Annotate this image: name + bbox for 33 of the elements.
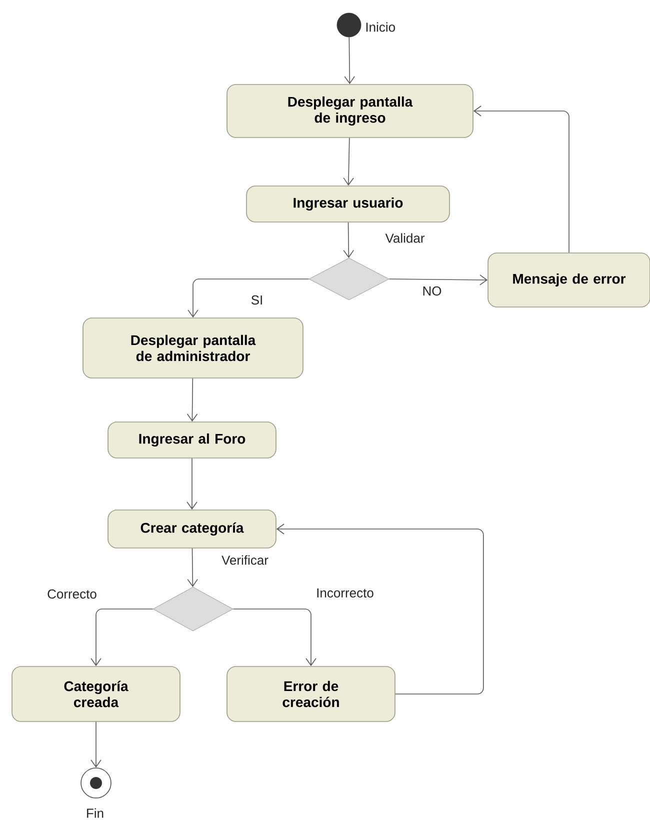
arrow xyxy=(188,278,310,318)
arrow xyxy=(186,458,198,510)
edge-label: Correcto xyxy=(46,588,98,600)
edge-label: Incorrecto xyxy=(315,587,375,599)
start-node xyxy=(336,12,362,38)
action-box: Mensaje de error xyxy=(488,252,650,308)
arrow xyxy=(187,548,198,587)
arrow xyxy=(90,608,154,666)
edge-label: NO xyxy=(421,285,443,297)
arrow xyxy=(388,274,488,286)
arrow xyxy=(343,222,354,258)
end-node xyxy=(80,768,112,798)
arrow xyxy=(90,722,102,768)
arrow xyxy=(186,378,198,422)
decision-diamond xyxy=(152,586,234,632)
action-box: Ingresar al Foro xyxy=(108,422,276,458)
action-box: Error de creación xyxy=(226,666,396,722)
arrow xyxy=(232,608,316,666)
action-box: Categoría creada xyxy=(12,666,180,722)
edge-label: SI xyxy=(250,294,264,306)
decision-diamond xyxy=(308,258,390,300)
arrow xyxy=(276,524,484,694)
node-caption: Inicio xyxy=(366,22,395,32)
action-box: Desplegar pantalla de ingreso xyxy=(226,84,474,138)
action-box: Desplegar pantalla de administrador xyxy=(82,318,304,378)
arrow xyxy=(343,138,354,186)
arrow xyxy=(344,36,355,84)
action-box: Ingresar usuario xyxy=(246,186,450,222)
edge-label: Validar xyxy=(384,232,426,244)
arrow xyxy=(473,106,570,254)
node-caption: Fin xyxy=(87,808,104,818)
action-box: Crear categoría xyxy=(108,510,276,548)
edge-label: Verificar xyxy=(220,554,270,566)
